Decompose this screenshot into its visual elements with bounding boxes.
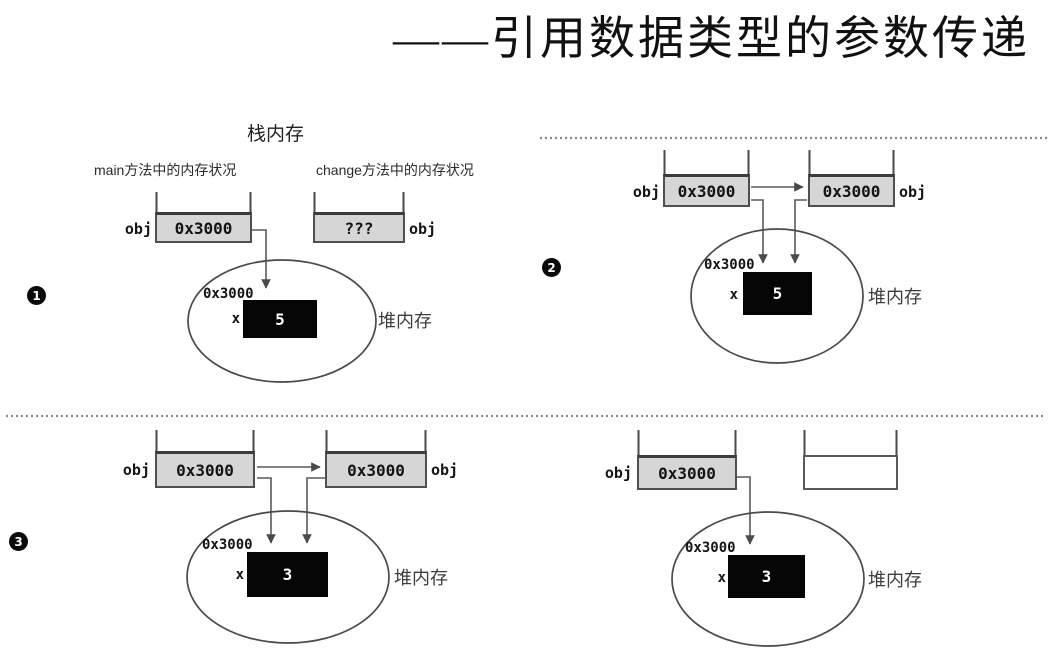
heap-value-box-panel4: 3 — [728, 555, 805, 598]
main-method-label-panel1: main方法中的内存状况 — [94, 162, 237, 178]
x-field-label-panel1: x — [231, 311, 240, 327]
x-field-label-panel4: x — [717, 570, 726, 586]
heap-ellipse-panel4 — [671, 511, 865, 647]
pointer-arrow-panel4 — [737, 476, 755, 545]
stack-memory-label: 栈内存 — [247, 124, 305, 145]
stack-frames-panel1 — [155, 192, 405, 214]
heap-value-box-panel2: 5 — [743, 272, 812, 315]
heap-memory-label-panel4: 堆内存 — [868, 570, 922, 590]
stack-cell-main-panel3: 0x3000 — [155, 451, 255, 488]
heap-address-panel1: 0x3000 — [203, 286, 254, 302]
heap-ellipse-panel3 — [186, 510, 390, 644]
stack-cell-change-panel3: 0x3000 — [325, 451, 427, 488]
heap-memory-label-panel2: 堆内存 — [868, 287, 922, 307]
pointer-arrow-panel2-change — [790, 199, 807, 264]
obj-label-main-panel3: obj — [122, 461, 150, 479]
stack-cell-change-panel4-empty — [803, 455, 898, 490]
stack-frames-panel2 — [663, 150, 895, 176]
heap-ellipse-panel2 — [690, 228, 864, 364]
pointer-arrow-panel3-main — [257, 477, 276, 544]
step-badge-3: 3 — [9, 532, 28, 551]
stack-cell-main-panel1: 0x3000 — [155, 212, 252, 243]
obj-label-change-panel1: obj — [409, 220, 437, 238]
obj-label-main-panel4: obj — [604, 464, 632, 482]
pointer-arrow-panel1 — [252, 229, 271, 289]
stack-cell-main-panel4: 0x3000 — [637, 455, 737, 490]
heap-memory-label-panel1: 堆内存 — [378, 311, 432, 331]
heap-memory-label-panel3: 堆内存 — [394, 568, 448, 588]
stack-cell-change-panel2: 0x3000 — [808, 174, 895, 207]
step-badge-1: 1 — [27, 286, 46, 305]
obj-label-main-panel1: obj — [124, 220, 152, 238]
stack-frames-panel3 — [155, 430, 427, 453]
change-method-label-panel1: change方法中的内存状况 — [316, 162, 474, 178]
stack-cell-change-panel1: ??? — [313, 212, 405, 243]
x-field-label-panel2: x — [729, 287, 738, 303]
stack-cell-main-panel2: 0x3000 — [663, 174, 750, 207]
slide-title: ——引用数据类型的参数传递 — [393, 13, 1030, 64]
heap-address-panel3: 0x3000 — [202, 537, 253, 553]
heap-ellipse-panel1 — [187, 259, 377, 383]
heap-address-panel4: 0x3000 — [685, 540, 736, 556]
pointer-arrow-panel3-change — [302, 477, 325, 544]
x-field-label-panel3: x — [235, 567, 244, 583]
obj-label-change-panel3: obj — [431, 461, 459, 479]
obj-label-change-panel2: obj — [899, 183, 927, 201]
heap-value-box-panel1: 5 — [243, 300, 317, 338]
step-badge-2: 2 — [542, 258, 561, 277]
heap-address-panel2: 0x3000 — [704, 257, 755, 273]
pointer-arrow-panel2-main — [751, 199, 768, 264]
heap-value-box-panel3: 3 — [247, 552, 328, 597]
stack-frames-panel4 — [637, 430, 898, 457]
obj-label-main-panel2: obj — [632, 183, 660, 201]
